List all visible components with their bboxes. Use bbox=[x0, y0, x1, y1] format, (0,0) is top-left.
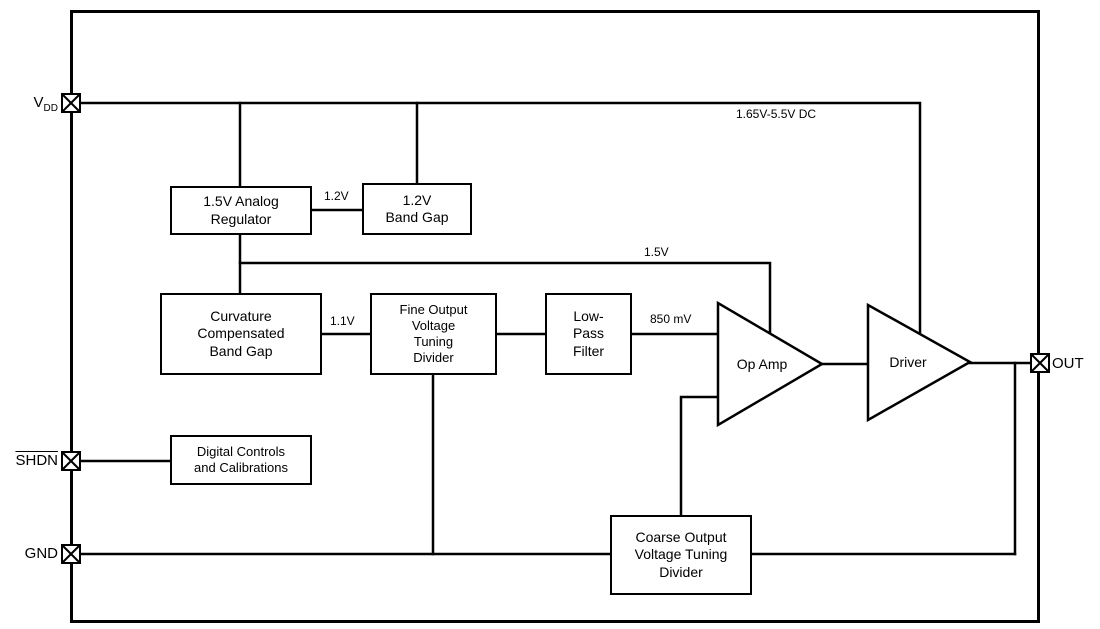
pin-gnd-label-text: GND bbox=[24, 545, 58, 562]
voltage-850mv-label: 850 mV bbox=[650, 312, 692, 326]
voltage-1v5-label: 1.5V bbox=[644, 245, 669, 259]
block-digital-controls: Digital Controls and Calibrations bbox=[170, 435, 312, 485]
driver-label: Driver bbox=[889, 354, 927, 370]
block-curvature-band-gap: Curvature Compensated Band Gap bbox=[160, 293, 322, 375]
pin-out-label: OUT bbox=[1052, 355, 1084, 373]
voltage-1v2-label: 1.2V bbox=[324, 189, 349, 203]
pin-shdn-label-text: SHDN bbox=[15, 452, 58, 469]
block-low-pass-filter: Low- Pass Filter bbox=[545, 293, 632, 375]
pin-vdd-label-sub: DD bbox=[43, 103, 58, 114]
pin-out-symbol bbox=[1030, 353, 1050, 373]
pin-shdn-symbol bbox=[61, 451, 81, 471]
pin-gnd-symbol bbox=[61, 544, 81, 564]
block-band-gap: 1.2V Band Gap bbox=[362, 183, 472, 235]
wire-feedback bbox=[679, 395, 766, 517]
pin-out-label-text: OUT bbox=[1052, 355, 1084, 372]
supply-range-label: 1.65V-5.5V DC bbox=[736, 107, 817, 121]
pin-vdd-symbol bbox=[61, 93, 81, 113]
op-amp-label: Op Amp bbox=[736, 356, 788, 372]
pin-vdd-label: VDD bbox=[14, 94, 58, 118]
pin-gnd-label: GND bbox=[10, 545, 58, 563]
block-fine-divider: Fine Output Voltage Tuning Divider bbox=[370, 293, 497, 375]
block-coarse-divider: Coarse Output Voltage Tuning Divider bbox=[610, 515, 752, 595]
voltage-1v1-label: 1.1V bbox=[330, 314, 355, 328]
pin-vdd-label-main: V bbox=[33, 94, 44, 111]
pin-shdn-label: SHDN bbox=[4, 452, 58, 470]
block-analog-regulator: 1.5V Analog Regulator bbox=[170, 186, 312, 235]
